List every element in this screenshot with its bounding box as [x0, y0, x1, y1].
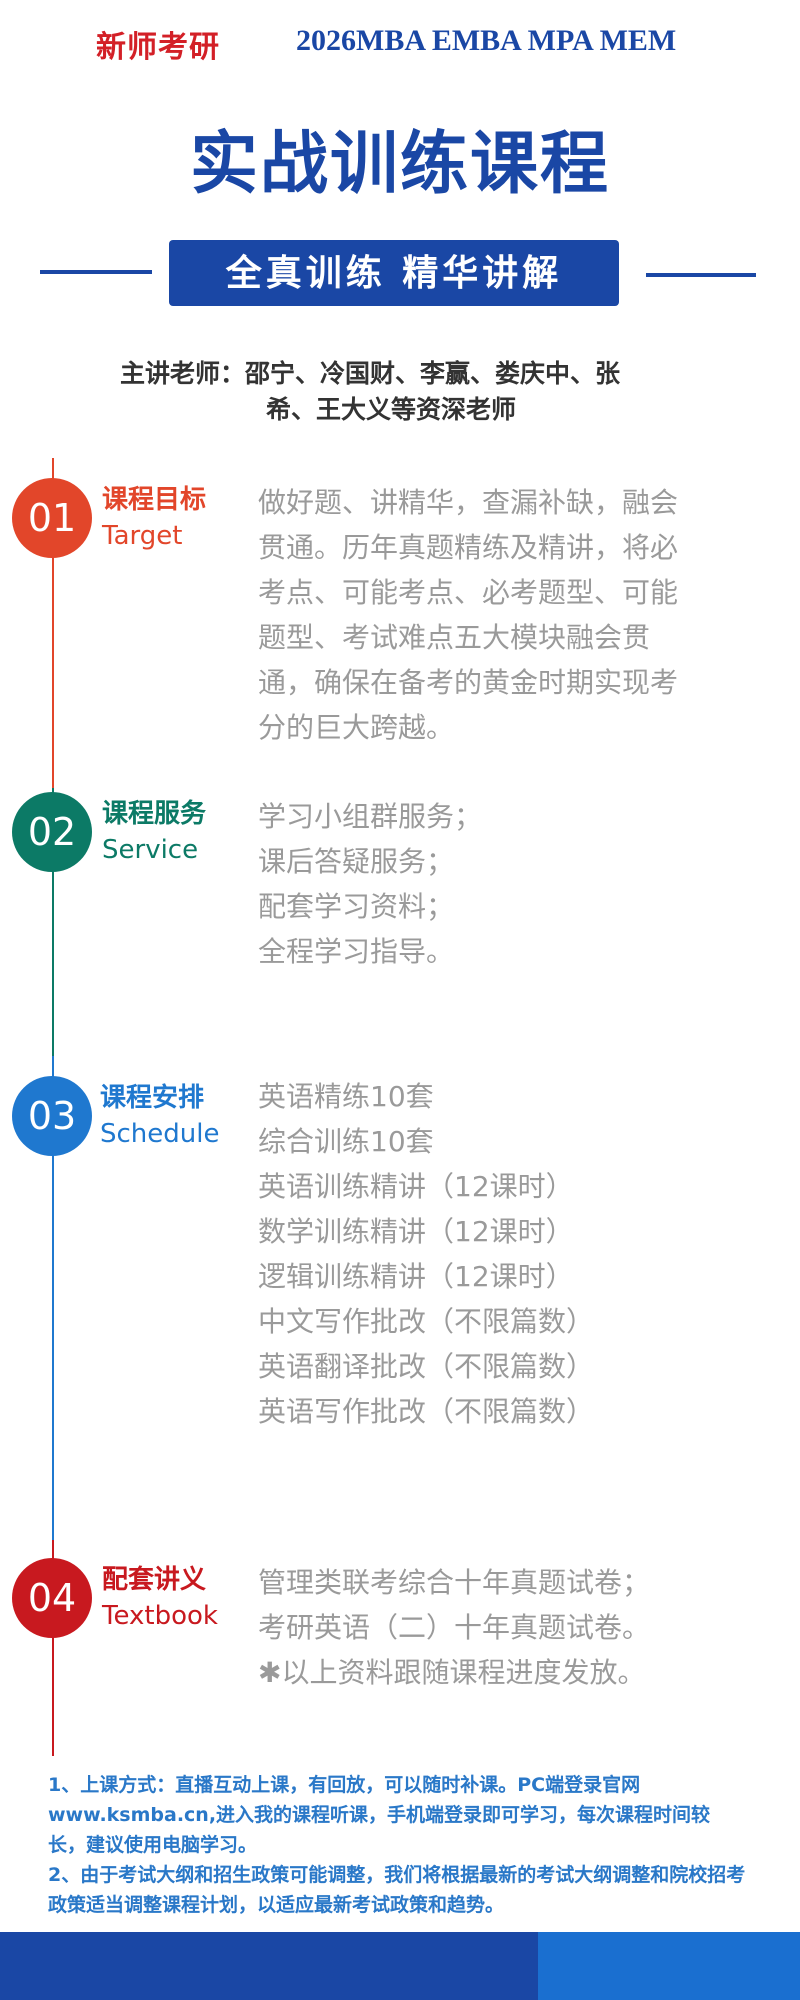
banner-line-right — [646, 273, 756, 277]
section-body-target: 做好题、讲精华，查漏补缺，融会 贯通。历年真题精练及精讲，将必 考点、可能考点、… — [258, 480, 718, 750]
body-line: 全程学习指导。 — [258, 935, 455, 968]
body-line: 英语写作批改（不限篇数） — [258, 1395, 595, 1428]
body-line: 分的巨大跨越。 — [258, 711, 455, 744]
section-body-service: 学习小组群服务； 课后答疑服务； 配套学习资料； 全程学习指导。 — [258, 794, 718, 974]
teachers: 主讲老师：邵宁、冷国财、李赢、娄庆中、张 希、王大义等资深老师 — [120, 356, 690, 428]
body-line: 逻辑训练精讲（12课时） — [258, 1260, 574, 1293]
section-title-cn: 课程服务 — [102, 799, 207, 829]
section-number-04: 04 — [12, 1558, 92, 1638]
section-number-01: 01 — [12, 478, 92, 558]
banner: 全真训练 精华讲解 — [169, 240, 619, 306]
body-line: 配套学习资料； — [258, 890, 455, 923]
body-line: 题型、考试难点五大模块融会贯 — [258, 621, 651, 654]
body-line: ✱以上资料跟随课程进度发放。 — [258, 1656, 646, 1689]
teachers-line-2: 希、王大义等资深老师 — [266, 395, 517, 424]
body-line: 英语训练精讲（12课时） — [258, 1170, 574, 1203]
footer-bar-light — [538, 1932, 800, 2000]
body-line: 英语精练10套 — [258, 1080, 434, 1113]
body-line: 通，确保在备考的黄金时期实现考 — [258, 666, 679, 699]
timeline-line-3 — [52, 1056, 54, 1540]
body-line: 考研英语（二）十年真题试卷。 — [258, 1611, 651, 1644]
footer-bar-dark — [0, 1932, 538, 2000]
section-body-schedule: 英语精练10套 综合训练10套 英语训练精讲（12课时） 数学训练精讲（12课时… — [258, 1074, 718, 1434]
brand-name: 新师考研 — [96, 30, 220, 65]
banner-line-left — [40, 270, 152, 274]
section-title-en: Schedule — [100, 1119, 220, 1149]
section-label-textbook: 配套讲义 Textbook — [102, 1562, 218, 1634]
section-title-en: Service — [102, 835, 199, 865]
body-line: 考点、可能考点、必考题型、可能 — [258, 576, 679, 609]
body-line: 数学训练精讲（12课时） — [258, 1215, 574, 1248]
timeline-line-1 — [52, 458, 54, 788]
section-title-cn: 配套讲义 — [102, 1565, 207, 1595]
teachers-line-1: 主讲老师：邵宁、冷国财、李赢、娄庆中、张 — [120, 359, 621, 388]
body-line: 贯通。历年真题精练及精讲，将必 — [258, 531, 679, 564]
section-title-cn: 课程安排 — [100, 1083, 205, 1113]
section-number-03: 03 — [12, 1076, 92, 1156]
note-1: 1、上课方式：直播互动上课，有回放，可以随时补课。PC端登录官网www.ksmb… — [48, 1774, 711, 1856]
section-title-cn: 课程目标 — [102, 485, 207, 515]
timeline-line-2 — [52, 788, 54, 1056]
body-line: 英语翻译批改（不限篇数） — [258, 1350, 595, 1383]
body-line: 学习小组群服务； — [258, 800, 483, 833]
section-title-en: Textbook — [102, 1601, 218, 1631]
section-label-target: 课程目标 Target — [102, 482, 206, 554]
body-line: 课后答疑服务； — [258, 845, 455, 878]
program-list: 2026MBA EMBA MPA MEM — [296, 24, 677, 57]
page-title: 实战训练课程 — [189, 124, 610, 204]
note-2: 2、由于考试大纲和招生政策可能调整，我们将根据最新的考试大纲调整和院校招考政策适… — [48, 1864, 746, 1916]
section-body-textbook: 管理类联考综合十年真题试卷； 考研英语（二）十年真题试卷。 ✱以上资料跟随课程进… — [258, 1560, 718, 1695]
section-title-en: Target — [102, 521, 183, 551]
body-line: 综合训练10套 — [258, 1125, 434, 1158]
body-line: 管理类联考综合十年真题试卷； — [258, 1566, 651, 1599]
body-line: 中文写作批改（不限篇数） — [258, 1305, 595, 1338]
body-line: 做好题、讲精华，查漏补缺，融会 — [258, 486, 679, 519]
timeline-line-4 — [52, 1540, 54, 1756]
section-number-02: 02 — [12, 792, 92, 872]
course-notes: 1、上课方式：直播互动上课，有回放，可以随时补课。PC端登录官网www.ksmb… — [48, 1770, 748, 1920]
section-label-schedule: 课程安排 Schedule — [100, 1080, 219, 1152]
section-label-service: 课程服务 Service — [102, 796, 206, 868]
